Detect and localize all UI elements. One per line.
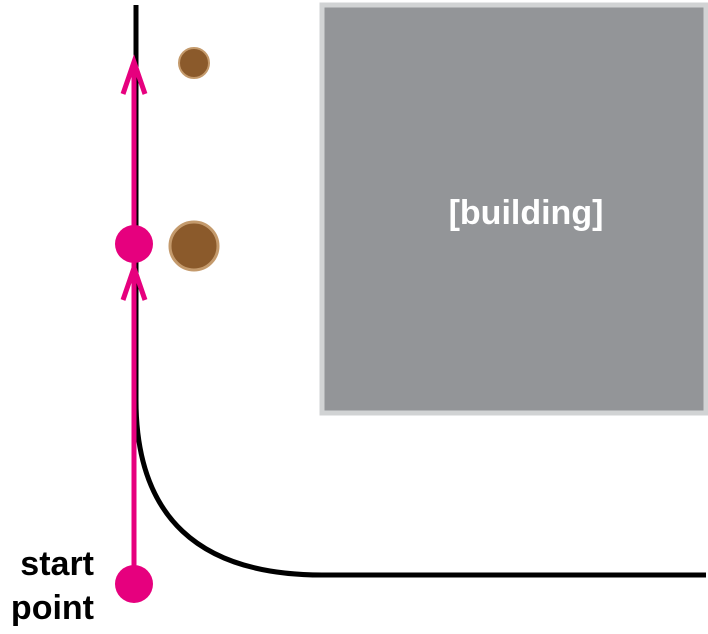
building-label: [building] bbox=[449, 194, 604, 232]
route-arrowhead-lower bbox=[120, 260, 148, 301]
tree-large bbox=[168, 220, 220, 272]
building bbox=[319, 2, 708, 416]
route-arrowhead-upper bbox=[120, 54, 148, 95]
waypoint-marker bbox=[115, 225, 153, 263]
start-point-marker bbox=[115, 565, 153, 603]
tree-small bbox=[178, 47, 210, 79]
start-point-label-line1: start bbox=[20, 545, 94, 583]
road-curb bbox=[133, 5, 706, 578]
start-point-label-line2: point bbox=[11, 589, 94, 627]
